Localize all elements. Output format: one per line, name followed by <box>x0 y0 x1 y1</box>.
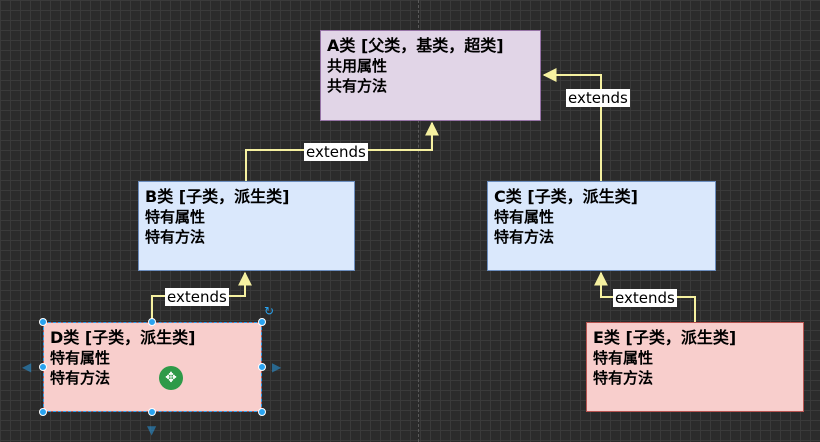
resize-handle-n[interactable] <box>148 318 156 326</box>
node-d-title: D类 [子类，派生类] <box>50 328 196 347</box>
class-node-d[interactable]: D类 [子类，派生类] 特有属性 特有方法 <box>43 322 262 412</box>
edge-c-to-a[interactable] <box>542 68 602 181</box>
resize-handle-se[interactable] <box>258 408 266 416</box>
node-a-attributes: 共用属性 <box>327 57 388 75</box>
node-b-attributes: 特有属性 <box>145 208 206 226</box>
resize-handle-w[interactable] <box>39 363 47 371</box>
move-icon[interactable]: ✥ <box>159 366 183 390</box>
resize-handle-nw[interactable] <box>39 318 47 326</box>
edge-label-e-to-c[interactable]: extends <box>613 289 677 307</box>
edge-label-c-to-a[interactable]: extends <box>566 89 630 107</box>
node-e-title: E类 [子类，派生类] <box>593 328 737 347</box>
node-c-attributes: 特有属性 <box>494 208 555 226</box>
class-node-b[interactable]: B类 [子类，派生类] 特有属性 特有方法 <box>138 181 355 271</box>
selection-outline <box>43 322 262 412</box>
rotate-icon[interactable]: ↻ <box>264 304 275 318</box>
edge-label-d-to-b[interactable]: extends <box>165 288 229 306</box>
node-e-methods: 特有方法 <box>593 369 654 387</box>
class-node-e[interactable]: E类 [子类，派生类] 特有属性 特有方法 <box>586 322 804 412</box>
resize-handle-sw[interactable] <box>39 408 47 416</box>
node-d-attributes: 特有属性 <box>50 349 111 367</box>
node-d-methods: 特有方法 <box>50 369 111 387</box>
edge-label-b-to-a[interactable]: extends <box>304 143 368 161</box>
center-guide-line <box>418 0 419 442</box>
resize-handle-e[interactable] <box>258 363 266 371</box>
class-node-c[interactable]: C类 [子类，派生类] 特有属性 特有方法 <box>487 181 716 271</box>
node-c-methods: 特有方法 <box>494 228 555 246</box>
node-c-title: C类 [子类，派生类] <box>494 187 638 206</box>
resize-handle-ne[interactable] <box>258 318 266 326</box>
node-b-title: B类 [子类，派生类] <box>145 187 290 206</box>
node-b-methods: 特有方法 <box>145 228 206 246</box>
node-e-attributes: 特有属性 <box>593 349 654 367</box>
node-a-methods: 共有方法 <box>327 77 388 95</box>
class-node-a[interactable]: A类 [父类，基类，超类] 共用属性 共有方法 <box>320 30 541 121</box>
connect-arrow-left-icon[interactable]: ◀ <box>22 360 32 374</box>
connect-arrow-down-icon[interactable]: ▼ <box>147 423 157 437</box>
resize-handle-s[interactable] <box>148 408 156 416</box>
connect-arrow-right-icon[interactable]: ▶ <box>272 360 282 374</box>
node-a-title: A类 [父类，基类，超类] <box>327 36 504 55</box>
